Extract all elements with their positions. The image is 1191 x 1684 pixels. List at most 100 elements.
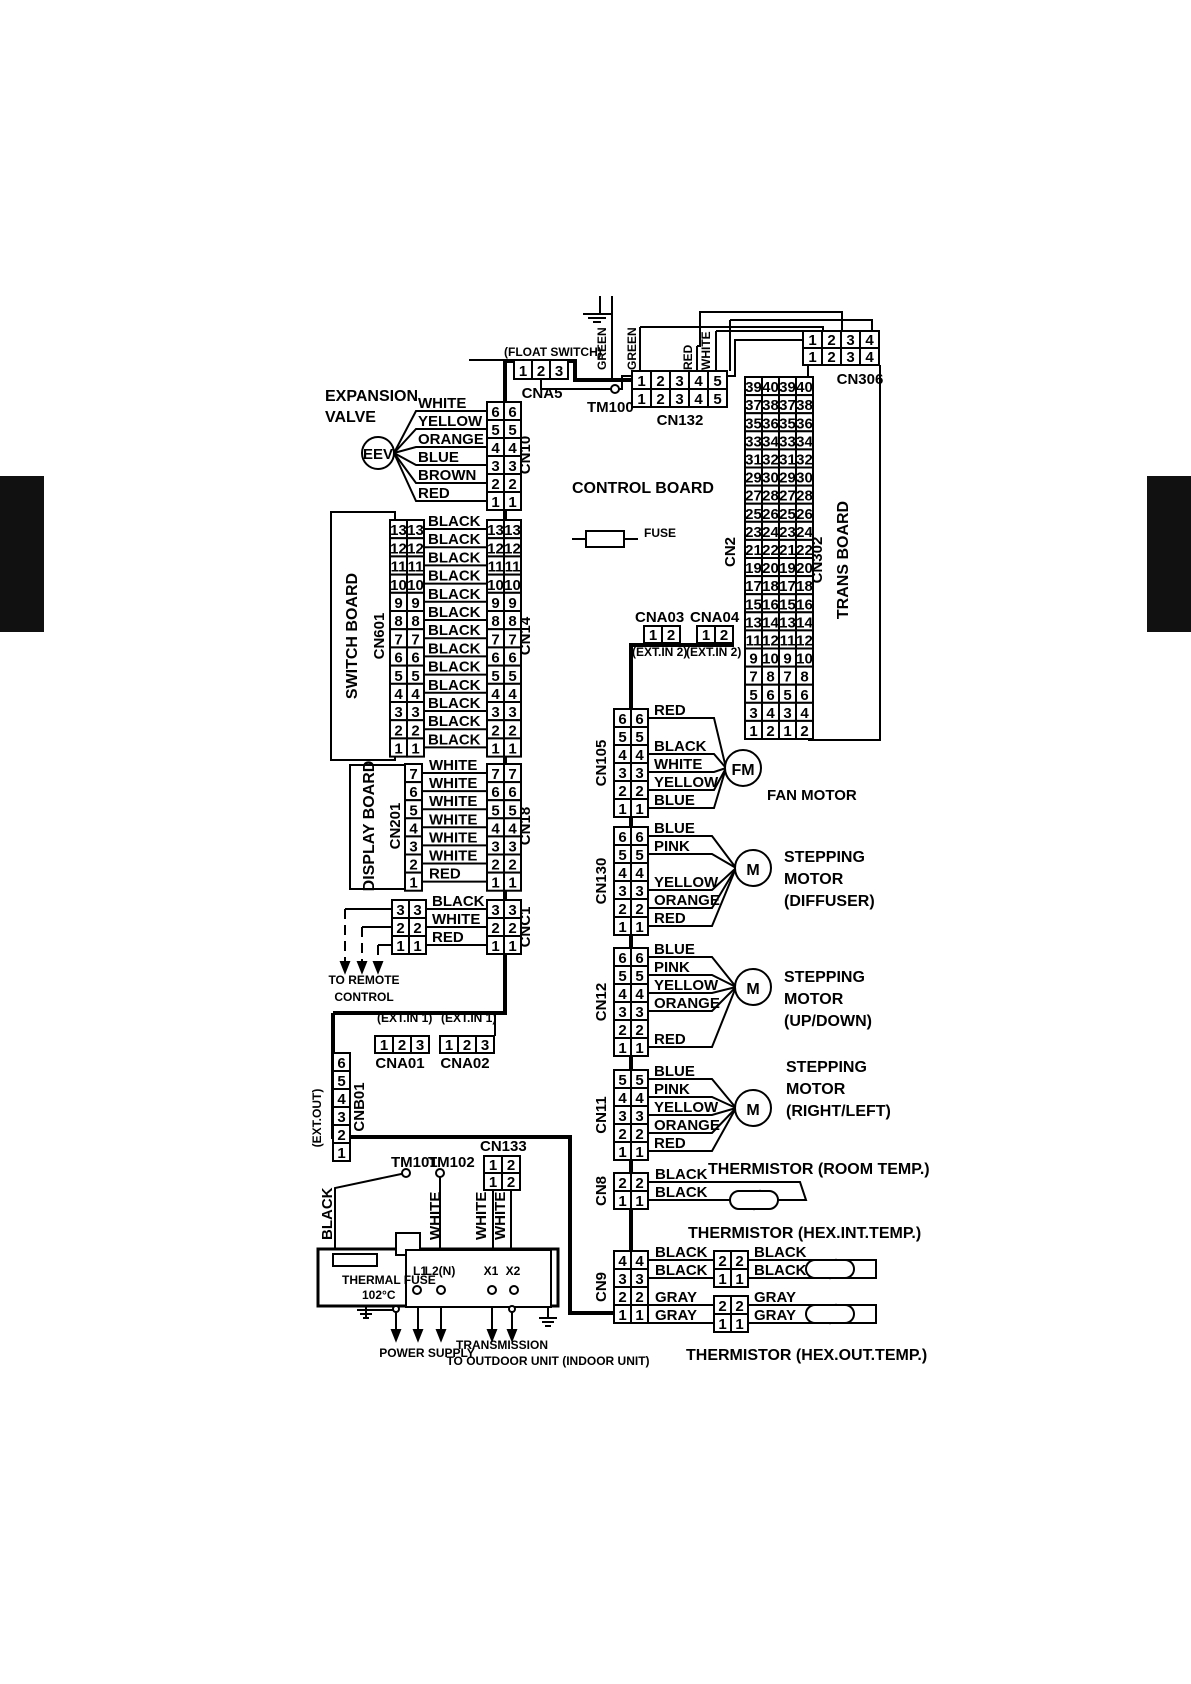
cn306-lower-pin — [859, 347, 880, 366]
cn2-pin-label: 29 — [745, 470, 762, 487]
tm100-terminal — [610, 384, 620, 394]
cn130-wire-label: BLUE — [654, 820, 695, 837]
green-wire-2 — [639, 327, 650, 372]
cn10-wire-label: BROWN — [418, 467, 476, 484]
thermal-fuse-label: 102°C — [362, 1288, 396, 1302]
cn601-pin-label: 3 — [411, 704, 419, 721]
cnc1-pin-label: 1 — [508, 938, 516, 955]
left-edge-tab — [0, 476, 44, 632]
cn130-wire — [648, 867, 737, 909]
cn306-lower-pin-label: 1 — [808, 349, 816, 366]
cn9-wire-label: BLACK — [655, 1262, 708, 1279]
cn14-wire-label: BLACK — [428, 713, 481, 730]
white-wire-label: WHITE — [492, 1192, 509, 1240]
cn18-wire-label: RED — [429, 866, 461, 883]
cn105-pin — [630, 798, 649, 818]
terminal-screw — [412, 1285, 422, 1295]
cn2-pin-label: 11 — [780, 633, 796, 650]
cn9-label: CN9 — [593, 1272, 610, 1302]
cn18-wire-label: WHITE — [429, 775, 477, 792]
cn18-pin-label: 5 — [491, 802, 499, 819]
cn2-pin-label: 39 — [779, 379, 796, 396]
cna03-label: CNA03 — [635, 609, 684, 626]
cn11-wire — [648, 1096, 737, 1109]
cnc1-left-pin-label: 1 — [396, 938, 404, 955]
cn12-wire-label: ORANGE — [654, 995, 720, 1012]
cn201-pin-label: 7 — [409, 766, 417, 783]
cnb01-pin — [332, 1142, 351, 1162]
cn201-label: CN201 — [387, 803, 404, 850]
cn11-pin-label: 3 — [618, 1108, 626, 1125]
cn18-wire-label: WHITE — [429, 848, 477, 865]
cn12-wire-label: BLUE — [654, 941, 695, 958]
cn201-pin-label: 5 — [409, 802, 417, 819]
cn306-lower-pin-label: 3 — [846, 349, 854, 366]
cna5-label: CNA5 — [522, 385, 563, 402]
cn10-wire — [393, 410, 487, 454]
cn133-lower-pin-label: 2 — [507, 1174, 515, 1191]
cn133-label: CN133 — [480, 1138, 527, 1155]
cna01-pin-label: 1 — [380, 1037, 388, 1054]
cn2-pin-label: 22 — [762, 542, 779, 559]
cn10-wire — [393, 428, 487, 454]
cn8-pin-label: 2 — [635, 1175, 643, 1192]
cn601-pin-label: 12 — [407, 540, 424, 557]
cn14-pin-label: 2 — [491, 722, 499, 739]
stepping-diffuser-label: MOTOR — [784, 871, 844, 888]
cn10-pin-label: 5 — [491, 422, 499, 439]
cn105-wire — [648, 717, 727, 769]
cn12-pin-label: 2 — [618, 1022, 626, 1039]
fuse-symbol — [585, 530, 625, 548]
cn2-pin-label: 13 — [779, 614, 796, 631]
cn601-pin-label: 13 — [407, 522, 424, 539]
cn14-pin-label: 7 — [491, 631, 499, 648]
ext-in-2-label: (EXT.IN 2) — [686, 645, 741, 659]
stepping-updown-label: STEPPING — [784, 969, 865, 986]
ext-in-1-label: (EXT.IN 1) — [377, 1011, 432, 1025]
cn10-wire — [393, 452, 487, 484]
cn14-wire-label: BLACK — [428, 586, 481, 603]
cn9-pin-label: 3 — [618, 1271, 626, 1288]
cn201-pin — [404, 871, 423, 892]
cn10-wire-label: ORANGE — [418, 431, 484, 448]
cn105-pin-label: 5 — [618, 729, 626, 746]
cn14-pin-label: 10 — [487, 577, 504, 594]
cn8-pin-label: 2 — [618, 1175, 626, 1192]
cn14-wire-label: BLACK — [428, 695, 481, 712]
cn2-pin-label: 27 — [779, 488, 796, 505]
cn2-pin-label: 34 — [762, 433, 779, 450]
white-wire-label: WHITE — [427, 1192, 444, 1240]
cn2-pin-label: 16 — [762, 596, 779, 613]
cn132-upper-pin-label: 2 — [656, 373, 664, 390]
cn130-pin-label: 4 — [618, 865, 627, 882]
cn306-lower-pin-label: 2 — [827, 349, 835, 366]
cn14-wire-label: BLACK — [428, 568, 481, 585]
cn14-wire-label: BLACK — [428, 640, 481, 657]
thermal-fuse-symbol — [332, 1253, 378, 1267]
trans-board-right — [808, 365, 881, 741]
cn14-wire-label: BLACK — [428, 604, 481, 621]
cnb01-pin-label: 2 — [337, 1127, 345, 1144]
cn130-pin-label: 3 — [635, 883, 643, 900]
terminal-screw — [436, 1285, 446, 1295]
cn9-int-pin-label: 2 — [735, 1253, 743, 1270]
cn2-pin-label: 5 — [749, 687, 757, 704]
float-switch-label: (FLOAT SWITCH) — [504, 345, 602, 359]
cn11-pin — [630, 1141, 649, 1161]
cn11-pin-label: 1 — [618, 1144, 626, 1161]
cn9-pin-label: 3 — [635, 1271, 643, 1288]
cn12-wire — [648, 974, 737, 988]
cn2-pin-label: 16 — [796, 596, 813, 613]
cn14-pin-label: 6 — [508, 650, 516, 667]
cn2-pin-label: 19 — [779, 560, 796, 577]
arrow-icon — [372, 961, 384, 975]
cn18-pin-label: 7 — [508, 766, 516, 783]
cn11-pin-label: 4 — [635, 1090, 644, 1107]
cn2-pin-label: 20 — [796, 560, 813, 577]
cn18-pin-label: 2 — [508, 857, 516, 874]
cn132-lower-pin-label: 1 — [637, 391, 645, 408]
cnc1-left-pin-label: 3 — [396, 902, 404, 919]
cn2-pin-label: 7 — [749, 669, 757, 686]
cn10-wire — [393, 452, 487, 466]
cn105-label: CN105 — [593, 740, 610, 787]
